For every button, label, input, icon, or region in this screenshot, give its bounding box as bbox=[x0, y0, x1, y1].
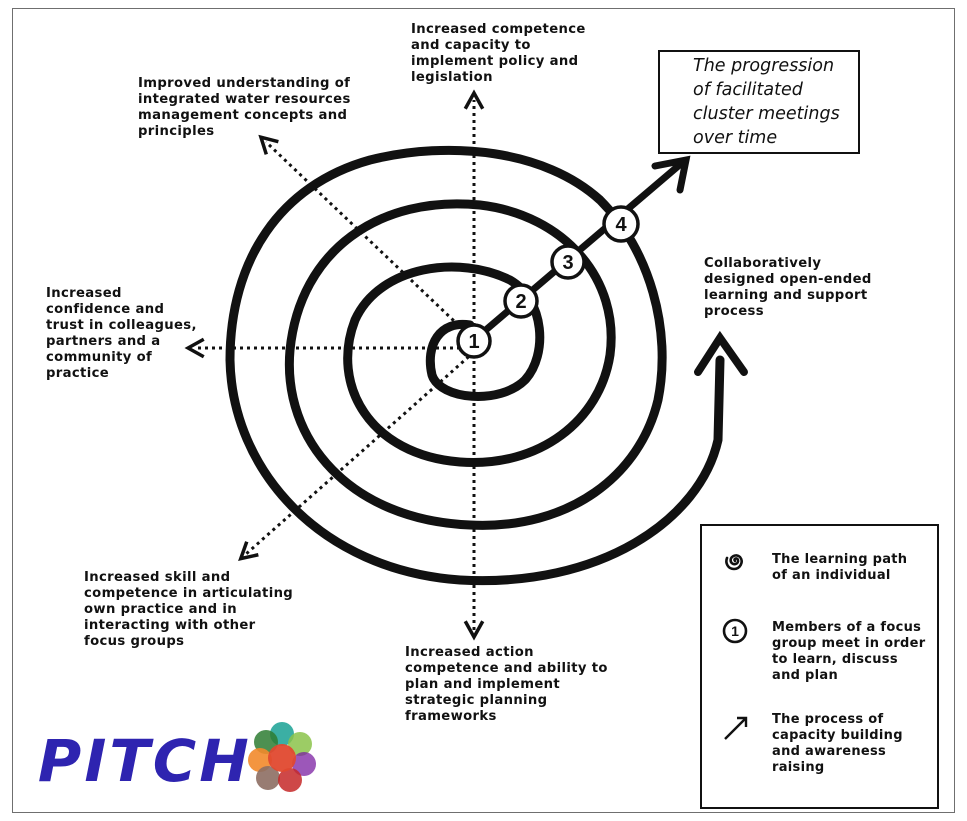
meeting-number-2: 2 bbox=[515, 291, 526, 313]
spiral-end-arrowhead bbox=[694, 330, 748, 376]
legend-arrow-text: The process of capacity building and awa… bbox=[772, 712, 903, 775]
pitch-logo-text: PITCH bbox=[37, 727, 252, 795]
label-action-competence: Increased action competence and ability … bbox=[405, 645, 608, 724]
label-skill-articulation: Increased skill and competence in articu… bbox=[84, 570, 294, 649]
legend-meeting-text: Members of a focus group meet in order t… bbox=[772, 620, 926, 683]
meeting-circle-2: 2 bbox=[503, 283, 539, 319]
circled-one-icon: 1 bbox=[722, 618, 748, 644]
meeting-circle-3: 3 bbox=[550, 244, 586, 280]
meeting-circle-4: 4 bbox=[602, 205, 640, 243]
label-policy-competence: Increased competence and capacity to imp… bbox=[411, 22, 586, 85]
meeting-number-1: 1 bbox=[468, 331, 479, 353]
meeting-number-3: 3 bbox=[562, 252, 573, 274]
arrow-icon bbox=[724, 716, 748, 740]
progression-title-box: The progression of facilitated cluster m… bbox=[658, 50, 860, 154]
legend-box: The learning path of an individual 1 Mem… bbox=[700, 524, 939, 809]
label-collaborative-process: Collaboratively designed open-ended lear… bbox=[704, 256, 872, 319]
legend-spiral-text: The learning path of an individual bbox=[772, 552, 908, 583]
progression-title-text: The progression of facilitated cluster m… bbox=[693, 56, 840, 148]
label-iwrm-understanding: Improved understanding of integrated wat… bbox=[138, 76, 351, 139]
flower-logo-icon bbox=[248, 722, 316, 792]
spiral-icon bbox=[725, 554, 743, 571]
axis-upper-left bbox=[266, 142, 476, 342]
svg-text:1: 1 bbox=[731, 623, 739, 639]
learning-spiral-path bbox=[225, 145, 725, 586]
meeting-circle-1: 1 bbox=[456, 323, 492, 359]
figure-frame bbox=[12, 8, 955, 813]
meeting-number-4: 4 bbox=[615, 214, 627, 236]
label-confidence-trust: Increased confidence and trust in collea… bbox=[46, 286, 197, 381]
